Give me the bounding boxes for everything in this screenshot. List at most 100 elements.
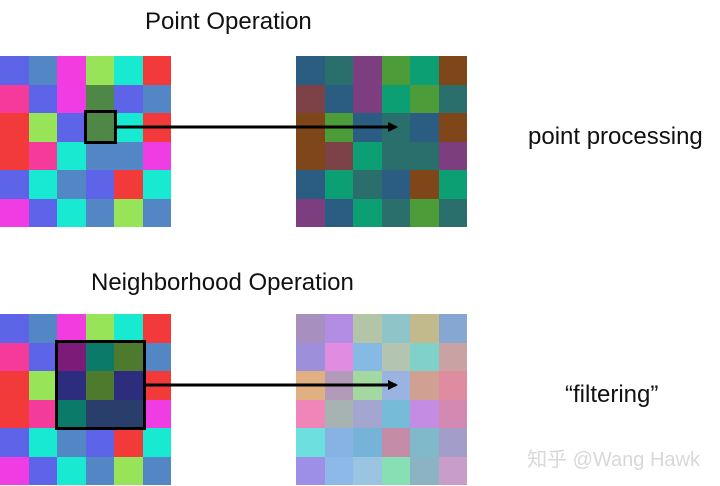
grid-cell — [57, 314, 86, 343]
grid-cell — [353, 113, 382, 142]
neighborhood-input-grid — [0, 314, 171, 485]
grid-cell — [57, 84, 86, 113]
grid-cell — [438, 170, 467, 199]
grid-cell — [28, 198, 57, 227]
grid-cell — [0, 56, 29, 85]
grid-cell — [410, 170, 439, 199]
grid-cell — [57, 198, 86, 227]
grid-cell — [296, 399, 325, 428]
grid-cell — [324, 314, 353, 343]
grid-cell — [324, 56, 353, 85]
grid-cell — [296, 456, 325, 485]
point-highlight-box — [84, 110, 117, 144]
grid-cell — [0, 342, 29, 371]
grid-cell — [0, 314, 29, 343]
grid-cell — [353, 141, 382, 170]
grid-cell — [381, 314, 410, 343]
grid-cell — [296, 371, 325, 400]
grid-cell — [114, 456, 143, 485]
grid-cell — [381, 399, 410, 428]
grid-cell — [114, 314, 143, 343]
grid-cell — [0, 399, 29, 428]
grid-cell — [296, 342, 325, 371]
grid-cell — [296, 314, 325, 343]
grid-cell — [142, 56, 171, 85]
grid-cell — [114, 113, 143, 142]
grid-cell — [324, 428, 353, 457]
grid-cell — [438, 84, 467, 113]
grid-cell — [85, 371, 114, 400]
grid-cell — [381, 371, 410, 400]
grid-cell — [114, 170, 143, 199]
grid-cell — [381, 198, 410, 227]
grid-cell — [438, 456, 467, 485]
grid-cell — [57, 113, 86, 142]
grid-cell — [142, 170, 171, 199]
grid-cell — [114, 198, 143, 227]
grid-cell — [353, 198, 382, 227]
grid-cell — [142, 399, 171, 428]
neighborhood-highlight-box — [55, 340, 146, 430]
grid-cell — [410, 84, 439, 113]
grid-cell — [438, 198, 467, 227]
grid-cell — [410, 371, 439, 400]
grid-cell — [0, 198, 29, 227]
grid-cell — [85, 113, 114, 142]
grid-cell — [381, 342, 410, 371]
grid-cell — [114, 371, 143, 400]
grid-cell — [57, 456, 86, 485]
filtering-label: “filtering” — [565, 381, 659, 408]
point-input-grid — [0, 56, 171, 227]
grid-cell — [296, 198, 325, 227]
grid-cell — [57, 428, 86, 457]
grid-cell — [381, 170, 410, 199]
neighborhood-output-grid — [296, 314, 467, 485]
grid-cell — [142, 428, 171, 457]
grid-cell — [142, 113, 171, 142]
grid-cell — [324, 198, 353, 227]
grid-cell — [381, 428, 410, 457]
grid-cell — [142, 141, 171, 170]
grid-cell — [142, 84, 171, 113]
grid-cell — [324, 456, 353, 485]
grid-cell — [57, 399, 86, 428]
grid-cell — [57, 342, 86, 371]
grid-cell — [0, 456, 29, 485]
grid-cell — [410, 56, 439, 85]
grid-cell — [438, 342, 467, 371]
grid-cell — [28, 456, 57, 485]
grid-cell — [114, 84, 143, 113]
grid-cell — [296, 56, 325, 85]
grid-cell — [438, 314, 467, 343]
point-operation-title: Point Operation — [145, 8, 312, 35]
grid-cell — [114, 56, 143, 85]
grid-cell — [142, 342, 171, 371]
grid-cell — [438, 113, 467, 142]
grid-cell — [438, 399, 467, 428]
grid-cell — [57, 170, 86, 199]
grid-cell — [410, 113, 439, 142]
grid-cell — [28, 371, 57, 400]
grid-cell — [438, 371, 467, 400]
grid-cell — [114, 342, 143, 371]
grid-cell — [114, 428, 143, 457]
grid-cell — [438, 428, 467, 457]
grid-cell — [324, 399, 353, 428]
grid-cell — [410, 198, 439, 227]
watermark: 知乎 @Wang Hawk — [527, 449, 700, 471]
grid-cell — [28, 141, 57, 170]
grid-cell — [353, 371, 382, 400]
grid-cell — [0, 170, 29, 199]
grid-cell — [28, 314, 57, 343]
grid-cell — [0, 428, 29, 457]
grid-cell — [28, 399, 57, 428]
grid-cell — [85, 342, 114, 371]
grid-cell — [85, 198, 114, 227]
grid-cell — [353, 314, 382, 343]
grid-cell — [381, 84, 410, 113]
grid-cell — [85, 84, 114, 113]
grid-cell — [296, 141, 325, 170]
grid-cell — [28, 113, 57, 142]
point-processing-label: point processing — [528, 123, 703, 150]
grid-cell — [353, 84, 382, 113]
